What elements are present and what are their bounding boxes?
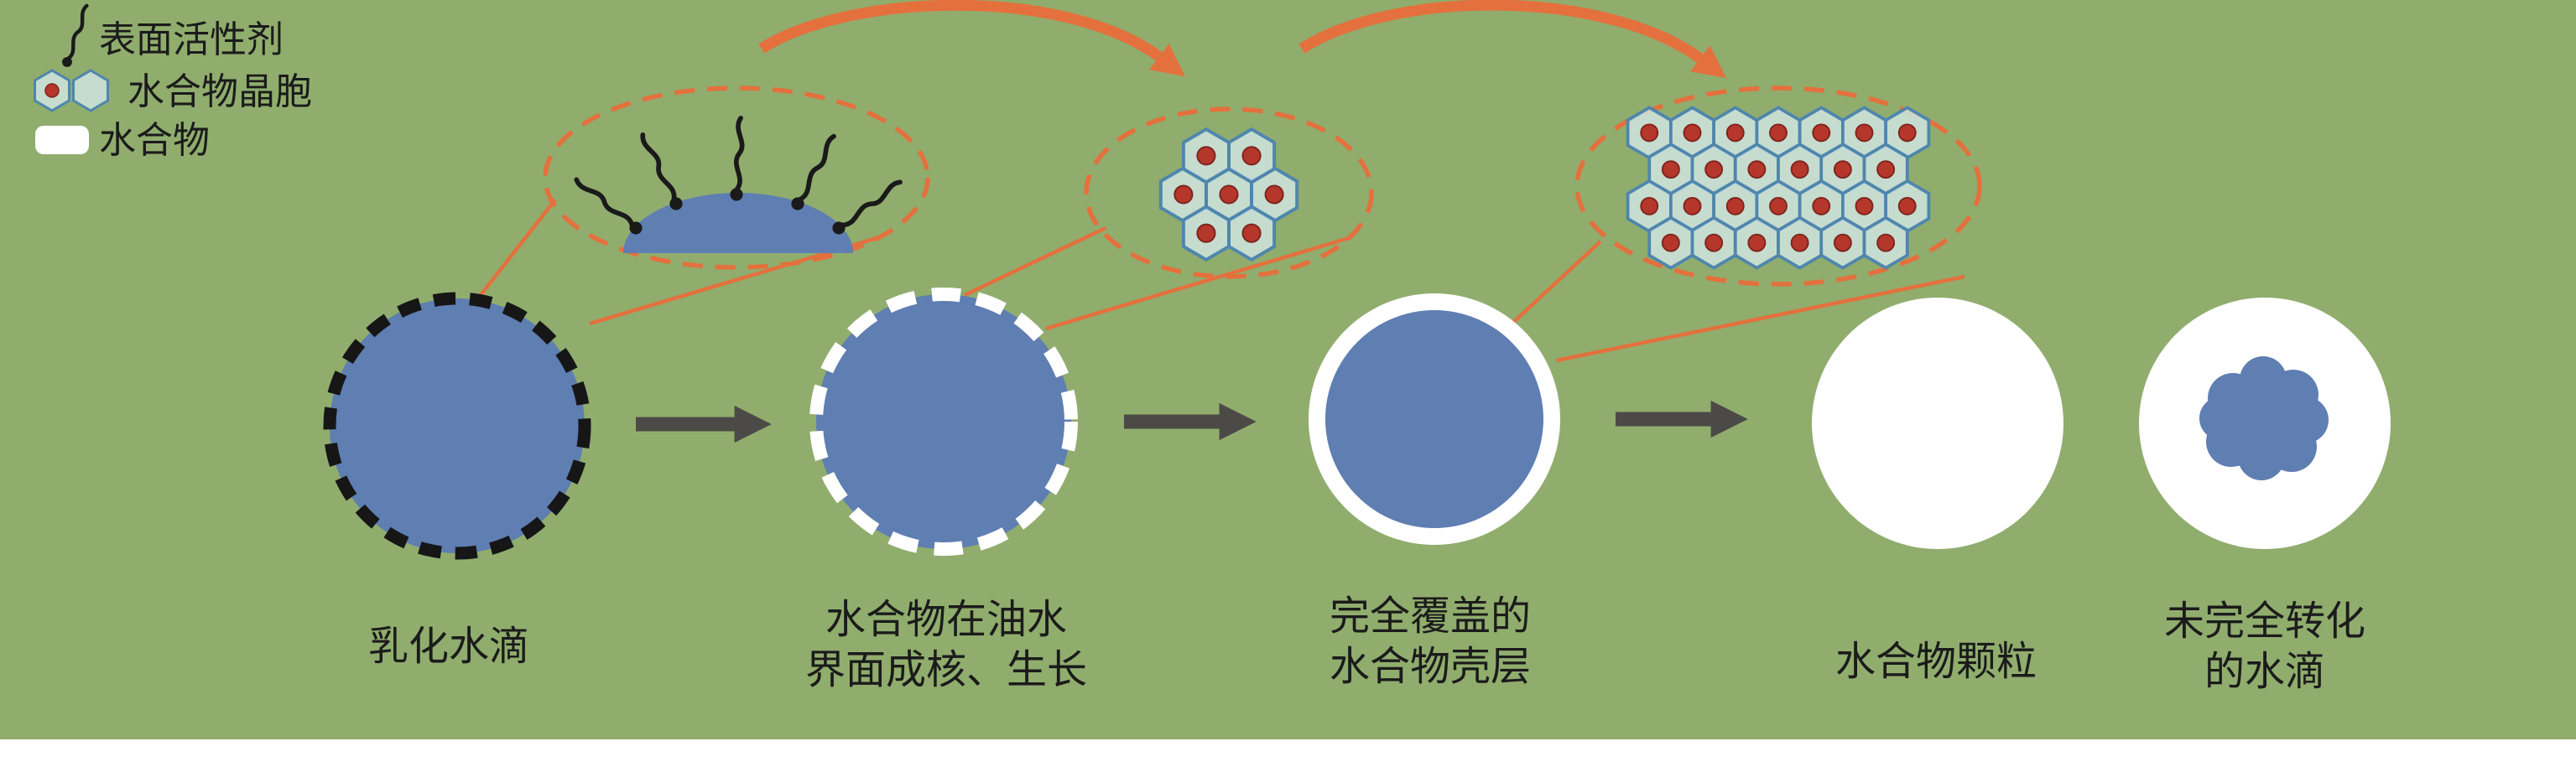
callout-line-2a [964,225,1106,298]
stage-label-fully-covered-shell: 完全覆盖的 水合物壳层 [1329,594,1532,689]
partial-droplet-circle [2139,298,2391,549]
nucleation-droplet-circle [809,288,1078,556]
stage-label-incompletely-converted-droplet: 未完全转化 的水滴 [2163,599,2366,694]
callout-lines [479,198,1965,363]
zoom-ellipse-surfactant [543,86,930,270]
zoom-arrow-2 [1298,0,1727,79]
shell-droplet-circle [1309,293,1560,545]
zoom-ellipse-dense-crystals [1574,86,1982,287]
white-bottom-strip [0,739,2576,762]
zoom-ellipse-nucleation [1084,106,1374,279]
emulsified-droplet-circle [323,292,591,560]
hydrate-cluster-large [1626,106,1931,270]
legend-label-hydrate: 水合物 [99,120,210,161]
stage-label-interface-nucleation-growth: 水合物在油水 界面成核、生长 [804,598,1088,692]
callout-line-3b [1556,274,1965,363]
surfactant-dome [571,118,903,253]
legend-label-hydrate-unit-cell: 水合物晶胞 [127,71,312,112]
residual-water-blob [2199,356,2329,480]
zoom-arrow-1 [758,0,1185,77]
stage-label-emulsified-droplet: 乳化水滴 [367,625,530,669]
legend-hexagon-empty-icon [72,69,109,112]
legend-label-surfactant: 表面活性剂 [99,19,284,60]
legend-hydrate-swatch-icon [35,126,89,154]
callout-line-2b [1045,236,1350,331]
legend-hexagon-filled-icon [34,69,70,112]
hydrate-particle-circle [1812,298,2063,549]
stage-label-hydrate-particle: 水合物颗粒 [1834,640,2037,684]
callout-line-1a [479,198,557,297]
callout-line-3a [1505,240,1602,330]
